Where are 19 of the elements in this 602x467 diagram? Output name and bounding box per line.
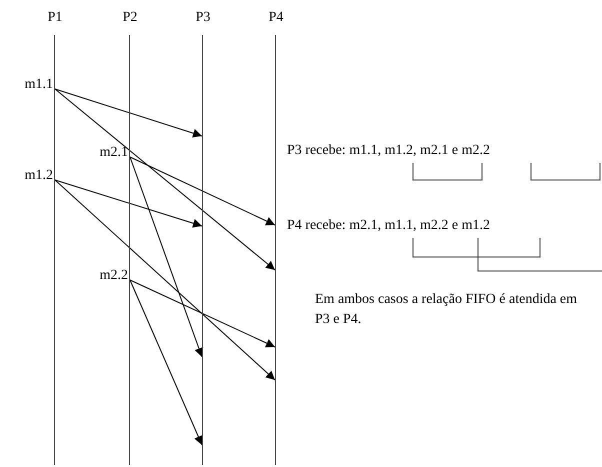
receive-order-note: P4 recebe: m2.1, m1.1, m2.2 e m1.2: [287, 218, 490, 234]
message-arrow: [54, 88, 202, 138]
process-label: P4: [268, 10, 284, 26]
message-label: m1.2: [24, 168, 53, 184]
message-arrow: [54, 88, 276, 270]
message-arrow: [54, 180, 276, 380]
message-label: m2.2: [100, 268, 128, 284]
message-arrow: [130, 156, 204, 358]
process-label: P2: [122, 10, 138, 26]
message-label: m1.1: [24, 77, 53, 93]
message-arrow: [54, 180, 202, 228]
message-label: m2.1: [100, 145, 128, 161]
message-arrow: [130, 156, 276, 226]
note-text: Em ambos casos a relação FIFO é atendida em P3 e P4.: [315, 291, 578, 329]
receive-order-note: P3 recebe: m1.1, m1.2, m2.1 e m2.2: [287, 143, 490, 159]
process-label: P3: [194, 10, 212, 26]
message-arrow: [130, 280, 276, 348]
message-arrow: [130, 280, 203, 446]
process-label: P1: [46, 10, 64, 26]
